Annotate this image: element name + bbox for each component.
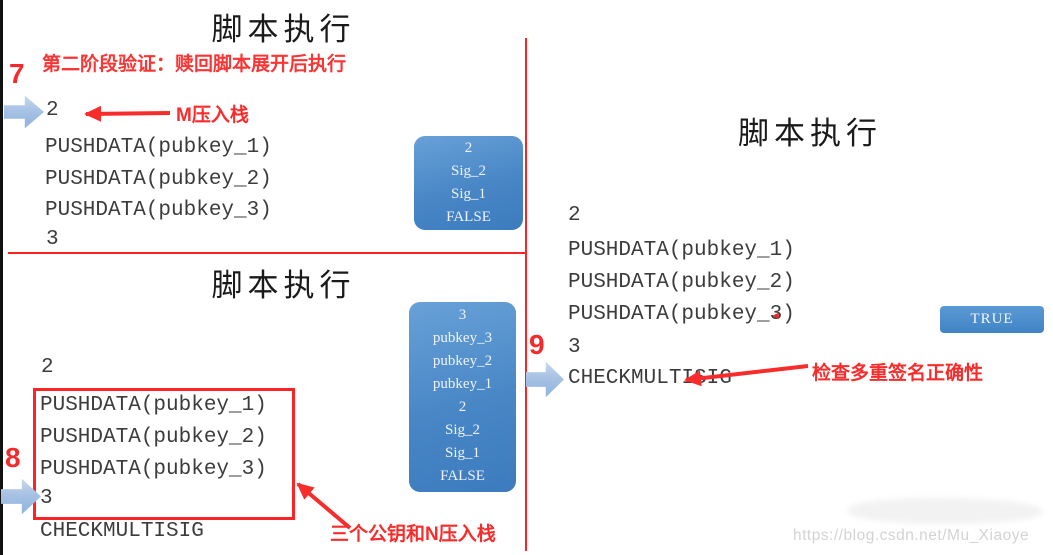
script-line: 3 — [46, 228, 59, 251]
step-number-7: 7 — [9, 58, 25, 89]
stack-item: 2 — [464, 140, 473, 156]
panel-top-left-subtitle: 第二阶段验证：赎回脚本展开后执行 — [42, 54, 347, 75]
annotation-arrow-icon — [84, 105, 171, 122]
script-line: PUSHDATA(pubkey_2) — [45, 168, 272, 191]
result-badge-true: TRUE — [940, 306, 1044, 333]
stack-item: FALSE — [446, 209, 491, 225]
panel-right-title: 脚本执行 — [738, 116, 882, 152]
annotation-m-push: M压入栈 — [176, 105, 249, 126]
watermark-text: https://blog.csdn.net/Mu_Xiaoye — [793, 527, 1030, 544]
stack-item: Sig_2 — [444, 422, 480, 438]
horizontal-divider — [8, 252, 527, 254]
script-line: PUSHDATA(pubkey_2) — [40, 426, 267, 449]
stack-item: 3 — [458, 307, 467, 323]
annotation-check-multisig: 检查多重签名正确性 — [812, 363, 984, 384]
script-line: CHECKMULTISIG — [40, 520, 204, 543]
script-line: PUSHDATA(pubkey_1) — [45, 136, 272, 159]
script-line: PUSHDATA(pubkey_3) — [40, 458, 267, 481]
script-line: PUSHDATA(pubkey_1) — [40, 394, 267, 417]
stack-item: Sig_1 — [450, 186, 486, 202]
stack-item: pubkey_3 — [432, 330, 493, 346]
vertical-divider — [525, 38, 527, 551]
stack-item: pubkey_2 — [432, 353, 493, 369]
script-line: 3 — [568, 336, 581, 359]
panel-top-left-title: 脚本执行 — [211, 12, 356, 48]
stack-item: pubkey_1 — [432, 376, 493, 392]
highlight-red-box — [33, 388, 295, 520]
panel-bottom-left-title: 脚本执行 — [211, 268, 356, 304]
script-line: 3 — [40, 487, 53, 510]
script-line: PUSHDATA(pubkey_2) — [568, 271, 795, 294]
cursor-triangle-icon: ◄ — [770, 310, 781, 322]
script-line: 2 — [568, 204, 581, 227]
script-line: PUSHDATA(pubkey_1) — [568, 239, 795, 262]
stack-item: 2 — [458, 399, 467, 415]
stack-item: Sig_1 — [444, 445, 480, 461]
script-line: 2 — [46, 99, 59, 122]
watermark-smudge — [848, 498, 1043, 524]
script-line: PUSHDATA(pubkey_3) — [45, 199, 272, 222]
stack-item: FALSE — [440, 468, 485, 484]
script-line: 2 — [41, 356, 54, 379]
step-number-8: 8 — [5, 442, 21, 473]
left-edge-border — [0, 0, 3, 555]
script-line: PUSHDATA(pubkey_3) — [568, 303, 795, 326]
step-number-9: 9 — [529, 329, 545, 360]
annotation-pubkeys-push: 三个公钥和N压入栈 — [330, 524, 496, 545]
script-line: CHECKMULTISIG — [568, 367, 732, 390]
stack-item: Sig_2 — [450, 163, 486, 179]
step-arrow-icon — [526, 361, 564, 398]
step-arrow-icon — [4, 95, 44, 129]
